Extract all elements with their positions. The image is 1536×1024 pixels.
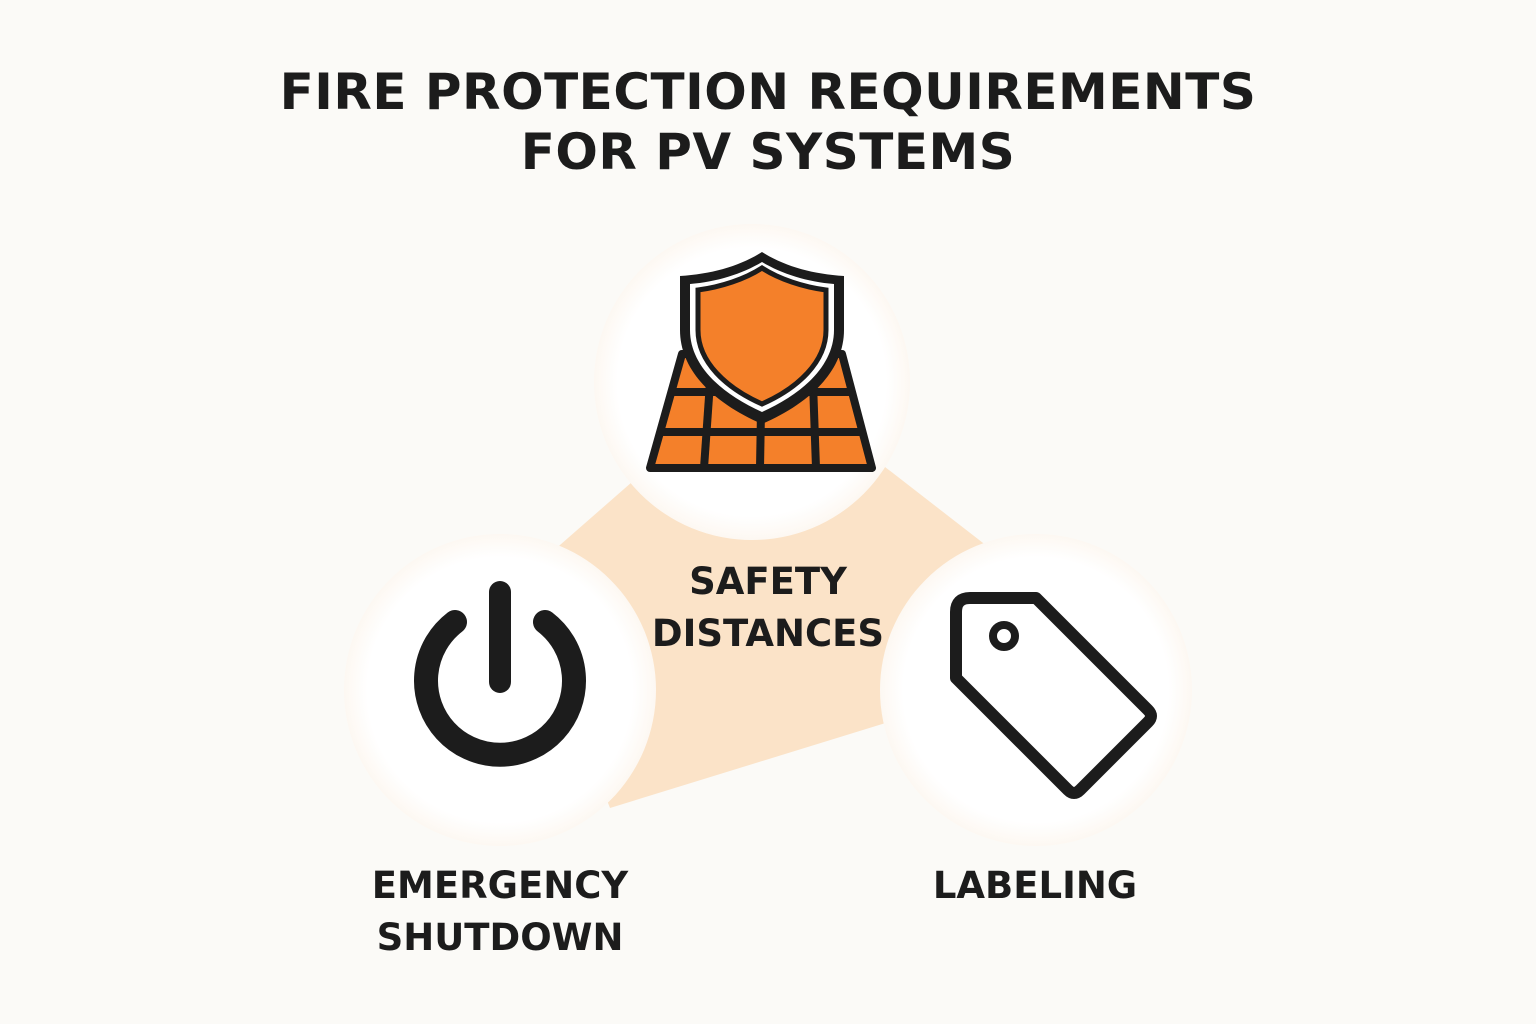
shield-solar-panel-icon — [646, 252, 876, 472]
node-label-labeling: LABELING — [890, 860, 1180, 912]
title-line-1: FIRE PROTECTION REQUIREMENTS — [279, 63, 1257, 121]
power-icon — [414, 581, 586, 767]
emergency-label-line-2: SHUTDOWN — [376, 916, 624, 959]
tag-icon — [950, 592, 1157, 799]
labeling-label: LABELING — [932, 864, 1138, 907]
page-title: FIRE PROTECTION REQUIREMENTS FOR PV SYST… — [0, 62, 1536, 182]
safety-label-line-1: SAFETY — [689, 560, 847, 603]
safety-label-line-2: DISTANCES — [651, 612, 885, 655]
node-circle-labeling — [880, 534, 1192, 846]
emergency-label-line-1: EMERGENCY — [371, 864, 629, 907]
node-label-safety: SAFETY DISTANCES — [618, 556, 918, 660]
node-label-emergency: EMERGENCY SHUTDOWN — [320, 860, 680, 964]
title-line-2: FOR PV SYSTEMS — [520, 123, 1016, 181]
